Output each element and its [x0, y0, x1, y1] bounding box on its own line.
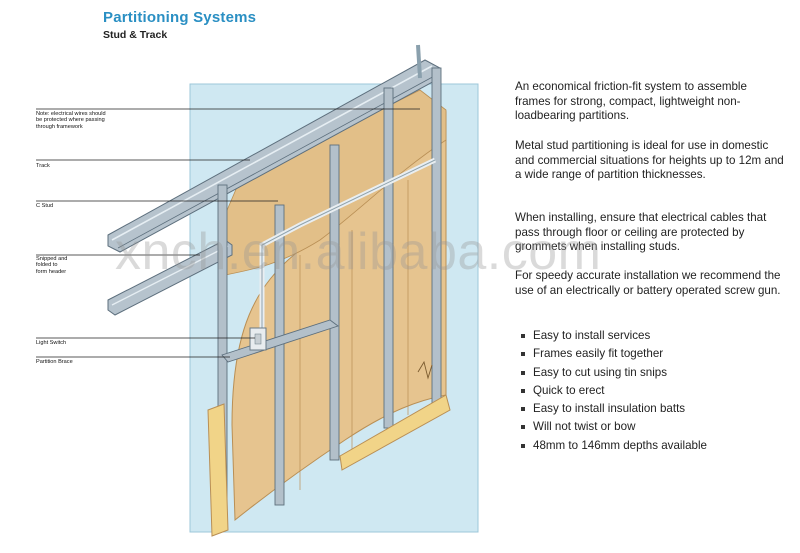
- baseboard: [339, 394, 451, 471]
- description-paragraph-2: Metal stud partitioning is ideal for use…: [515, 139, 784, 182]
- watermark: xnch.en.alibaba.com: [115, 223, 602, 281]
- c-stud-2: [274, 204, 285, 506]
- callout-snipped-line-2: folded to: [36, 262, 58, 269]
- feature-item: 48mm to 146mm depths available: [519, 437, 707, 455]
- feature-item: Easy to install insulation batts: [519, 400, 707, 418]
- callout-partition-brace: Partition Brace: [36, 359, 73, 365]
- feature-item: Easy to cut using tin snips: [519, 364, 707, 382]
- front-board-edge: [207, 403, 229, 537]
- callout-snipped-line-3: form header: [36, 268, 67, 275]
- description-paragraph-4: For speedy accurate installation we reco…: [515, 269, 781, 297]
- feature-item: Easy to install services: [519, 327, 707, 345]
- features-list: Easy to install services Frames easily f…: [519, 327, 707, 455]
- callout-electrical-note-line-2: be protected where passing: [36, 117, 105, 124]
- callout-c-stud: C Stud: [36, 203, 54, 209]
- callout-electrical-note-line-3: through framework: [36, 123, 83, 130]
- callout-electrical-note-line-1: Note: electrical wires should: [36, 111, 106, 117]
- callout-snipped-line-1: Snipped and: [36, 256, 68, 262]
- page-subtitle: Stud & Track: [103, 29, 168, 41]
- description-paragraph-3: When installing, ensure that electrical …: [515, 211, 767, 254]
- feature-item: Quick to erect: [519, 382, 707, 400]
- callout-light-switch: Light Switch: [36, 340, 67, 346]
- c-stud-3: [329, 144, 340, 461]
- callout-track: Track: [36, 163, 50, 169]
- feature-item: Frames easily fit together: [519, 345, 707, 363]
- description-paragraph-1: An economical friction-fit system to ass…: [515, 80, 747, 123]
- callout-snipped: Snipped and folded to form header: [36, 256, 67, 275]
- feature-item: Will not twist or bow: [519, 418, 707, 436]
- partition-brace: [221, 319, 339, 363]
- page-title: Partitioning Systems: [103, 9, 257, 26]
- callout-electrical-note: Note: electrical wires should be protect…: [36, 111, 106, 130]
